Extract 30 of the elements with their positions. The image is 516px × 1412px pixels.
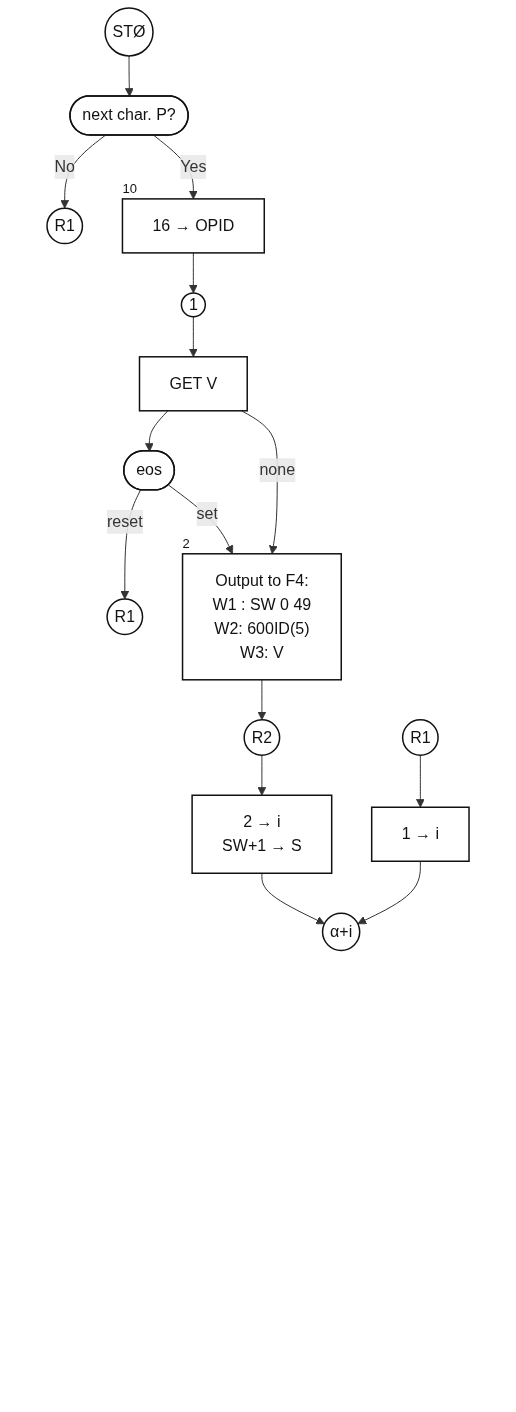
node-circle: R2	[243, 719, 281, 756]
node-box: Output to F4: W1 : SW 0 49 W2: 600ID(5) W3: V	[181, 553, 342, 681]
node-circle: R1	[46, 207, 84, 245]
arrow	[144, 410, 169, 452]
node-circle: R1	[401, 719, 439, 756]
node-box: 1 → i	[370, 806, 470, 862]
node-box: GET V	[138, 356, 248, 412]
edge-label: No	[54, 157, 75, 175]
node-circle: α+i	[321, 912, 361, 952]
node-box: 16 → OPID	[121, 198, 265, 254]
arrow	[124, 55, 134, 97]
step-number: 2	[182, 536, 190, 551]
node-circle: STØ	[104, 7, 154, 57]
step-number: 10	[122, 181, 137, 196]
edge-label: set	[196, 505, 218, 523]
arrow	[168, 484, 234, 555]
arrow	[188, 316, 198, 358]
edge-label: Yes	[180, 157, 207, 175]
edge-label: none	[259, 461, 296, 479]
edge-label: reset	[107, 512, 143, 530]
node-box: 2 → i SW+1 → S	[191, 794, 333, 874]
node-circle: R1	[106, 598, 144, 636]
node-circle: 1	[180, 292, 207, 318]
arrow	[188, 252, 198, 294]
arrow	[415, 754, 425, 808]
arrow	[357, 860, 421, 925]
arrow	[257, 754, 267, 796]
arrow	[261, 872, 325, 925]
arrow	[257, 679, 267, 721]
arrow	[60, 134, 106, 209]
